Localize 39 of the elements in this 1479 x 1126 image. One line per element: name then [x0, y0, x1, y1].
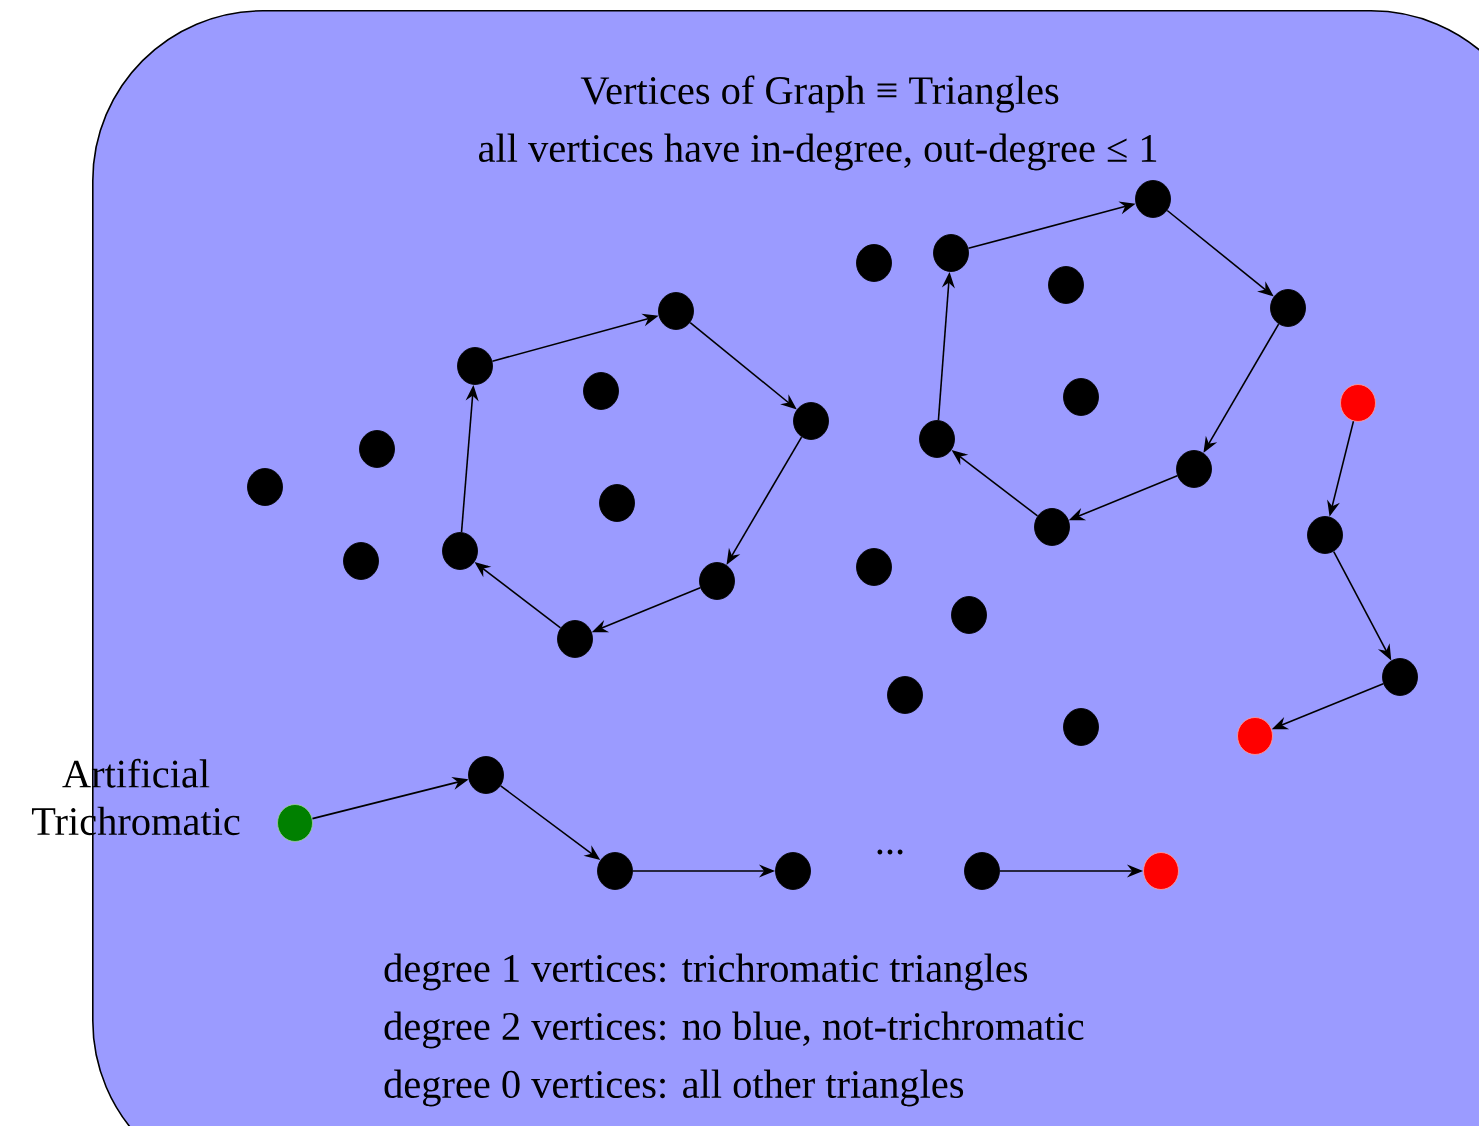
vertex-dot [1135, 180, 1171, 218]
vertex-dot [583, 372, 619, 410]
vertex-dot [1270, 289, 1306, 327]
vertex-dot [1307, 516, 1343, 554]
vertex-dot [1143, 852, 1179, 890]
vertex-dot [247, 468, 283, 506]
vertex-dot [468, 756, 504, 794]
vertex-dot [856, 548, 892, 586]
ellipsis-label: ... [877, 849, 903, 855]
vertex-dot [775, 852, 811, 890]
vertex-dot [1063, 378, 1099, 416]
vertex-dot [964, 852, 1000, 890]
vertex-dot [658, 292, 694, 330]
vertex-dot [599, 484, 635, 522]
region-text: all vertices have in-degree, out-degree ≤ 1 [479, 133, 1157, 171]
vertex-dot [951, 596, 987, 634]
vertex-dot [887, 676, 923, 714]
vertex-dot [343, 542, 379, 580]
vertex-dot [793, 402, 829, 440]
vertex-dot [1237, 717, 1273, 755]
vertex-dot [1048, 266, 1084, 304]
vertex-dot [1382, 658, 1418, 696]
region-text: degree 1 vertices: trichromatic triangles [384, 953, 1028, 991]
vertex-dot [933, 234, 969, 272]
vertex-dot [1034, 508, 1070, 546]
vertex-dot [457, 347, 493, 385]
vertex-dot [1340, 384, 1376, 422]
region-text: degree 2 vertices: no blue, not-trichromatic [384, 1011, 1084, 1049]
region-text: degree 0 vertices: all other triangles [384, 1069, 964, 1107]
region-text: Vertices of Graph ≡ Triangles [580, 75, 1059, 113]
vertex-dot [1063, 708, 1099, 746]
vertex-dot [856, 244, 892, 282]
vertex-dot [359, 430, 395, 468]
vertex-dot [699, 562, 735, 600]
vertex-dot [557, 620, 593, 658]
vertex-dot [597, 852, 633, 890]
vertex-dot [1176, 450, 1212, 488]
vertex-dot [442, 532, 478, 570]
vertex-dot [919, 420, 955, 458]
